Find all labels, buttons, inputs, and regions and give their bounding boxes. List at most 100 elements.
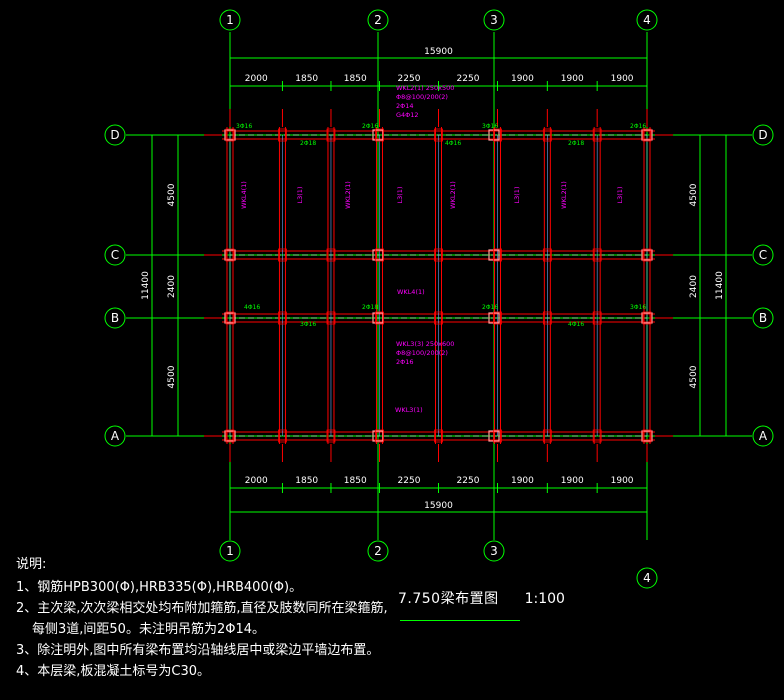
axis-label-C: C xyxy=(111,248,119,262)
beam-joint xyxy=(642,248,652,262)
beam-note-top: 2Φ14 xyxy=(396,102,414,110)
rebar-tag: 4Φ16 xyxy=(568,321,584,328)
note-item-2-cont: 每侧3道,间距50。未注明吊筋为2Φ14。 xyxy=(32,622,265,637)
dimension-label: 1900 xyxy=(511,74,534,84)
axis-bubble-4 xyxy=(636,567,658,589)
beam-joint xyxy=(278,311,287,325)
beam-joint xyxy=(225,311,235,325)
axis-label-3: 3 xyxy=(490,13,498,27)
beam-joint xyxy=(326,311,336,325)
beam-joint xyxy=(225,128,235,142)
dimension-label: 1850 xyxy=(295,74,318,84)
beam-label-rotated: WKL2(1) xyxy=(449,181,457,209)
dimension-label: 1850 xyxy=(344,476,367,486)
axis-label-D: D xyxy=(758,128,767,142)
beam-joint xyxy=(375,311,384,325)
column-3A xyxy=(488,430,500,442)
beam-joint xyxy=(225,429,235,443)
column-1B xyxy=(224,312,236,324)
beam-note-top: Φ8@100/200(2) xyxy=(396,93,448,101)
beam-joint xyxy=(375,429,384,443)
axis-label-1: 1 xyxy=(226,13,234,27)
beam-note-bottom: WKL3(1) xyxy=(395,406,423,414)
axis-label-1: 1 xyxy=(226,544,234,558)
axis-label-3: 3 xyxy=(490,544,498,558)
axis-bubble-B xyxy=(104,307,126,329)
beam-label-rotated: WKL2(1) xyxy=(344,181,352,209)
rebar-tag: 2Φ16 xyxy=(362,123,378,130)
beam-joint xyxy=(326,248,336,262)
side-dimension-label: 2400 xyxy=(689,275,699,298)
rebar-tag: 2Φ16 xyxy=(630,123,646,130)
dimension-label: 2250 xyxy=(398,74,421,84)
rebar-tag: 2Φ16 xyxy=(482,304,498,311)
beam-joint xyxy=(542,128,552,142)
beam-joint xyxy=(278,248,287,262)
beam-joint xyxy=(434,248,443,262)
note-item-3: 3、除注明外,图中所有梁布置均沿轴线居中或梁边平墙边布置。 xyxy=(16,643,380,658)
beam-joint xyxy=(642,311,652,325)
axis-label-C: C xyxy=(759,248,767,262)
grid-layer xyxy=(126,32,752,540)
axis-label-D: D xyxy=(110,128,119,142)
beam-joint xyxy=(642,128,652,142)
note-item-4: 4、本层梁,板混凝土标号为C30。 xyxy=(16,664,211,679)
overall-width-label: 15900 xyxy=(424,47,453,57)
column-2D xyxy=(372,129,384,141)
side-dimension-label: 4500 xyxy=(689,365,699,388)
beam-joint xyxy=(493,128,502,142)
axis-bubble-3 xyxy=(483,9,505,31)
dimension-label: 1850 xyxy=(344,74,367,84)
beam-joint xyxy=(642,429,652,443)
axis-label-4: 4 xyxy=(643,571,651,585)
column-2B xyxy=(372,312,384,324)
drawing-title: 7.750梁布置图 xyxy=(398,591,499,607)
beam-note-lower: WKL3(3) 250x600 xyxy=(396,340,454,348)
beam-label-rotated: L3(1) xyxy=(296,187,304,204)
drawing-title-block: 7.750梁布置图 1:100 xyxy=(398,588,565,608)
rebar-tag: 3Φ16 xyxy=(482,123,498,130)
column-2C xyxy=(372,249,384,261)
note-item-2: 2、主次梁,次次梁相交处均布附加箍筋,直径及肢数同所在梁箍筋, xyxy=(16,601,388,616)
beam-joint xyxy=(434,311,443,325)
beam-label-rotated: WKL2(1) xyxy=(560,181,568,209)
column-3B xyxy=(488,312,500,324)
axis-bubble-1 xyxy=(219,9,241,31)
column-1A xyxy=(224,430,236,442)
design-notes: 说明: 1、钢筋HPB300(Φ),HRB335(Φ),HRB400(Φ)。 2… xyxy=(16,554,388,682)
dimension-label: 1850 xyxy=(295,476,318,486)
axis-bubble-D xyxy=(752,124,774,146)
beam-joint xyxy=(278,128,287,142)
beam-joint xyxy=(375,128,384,142)
beam-joint xyxy=(592,429,602,443)
overall-depth-label: 11400 xyxy=(715,271,725,300)
column-3D xyxy=(488,129,500,141)
axis-label-4: 4 xyxy=(643,13,651,27)
beam-joint xyxy=(493,429,502,443)
column-1C xyxy=(224,249,236,261)
drawing-scale: 1:100 xyxy=(524,591,565,607)
dimension-label: 2250 xyxy=(398,476,421,486)
rebar-tag: 3Φ16 xyxy=(236,123,252,130)
axis-bubble-3 xyxy=(483,540,505,562)
overall-width-label: 15900 xyxy=(424,501,453,511)
column-3C xyxy=(488,249,500,261)
beam-joint xyxy=(493,311,502,325)
notes-heading: 说明: xyxy=(16,557,47,572)
axis-label-2: 2 xyxy=(374,544,382,558)
beam-joint xyxy=(225,248,235,262)
beam-joint xyxy=(542,311,552,325)
column-4C xyxy=(641,249,653,261)
axis-bubble-A xyxy=(752,425,774,447)
dimension-label: 1900 xyxy=(511,476,534,486)
column-4A xyxy=(641,430,653,442)
column-4B xyxy=(641,312,653,324)
beam-note-top: G4Φ12 xyxy=(396,111,419,119)
title-underline xyxy=(400,620,520,621)
beam-note-lower: 2Φ16 xyxy=(396,358,414,366)
column-4D xyxy=(641,129,653,141)
rebar-tag: 3Φ16 xyxy=(300,321,316,328)
column-2A xyxy=(372,430,384,442)
dimension-label: 2000 xyxy=(245,74,268,84)
axis-label-B: B xyxy=(111,311,119,325)
